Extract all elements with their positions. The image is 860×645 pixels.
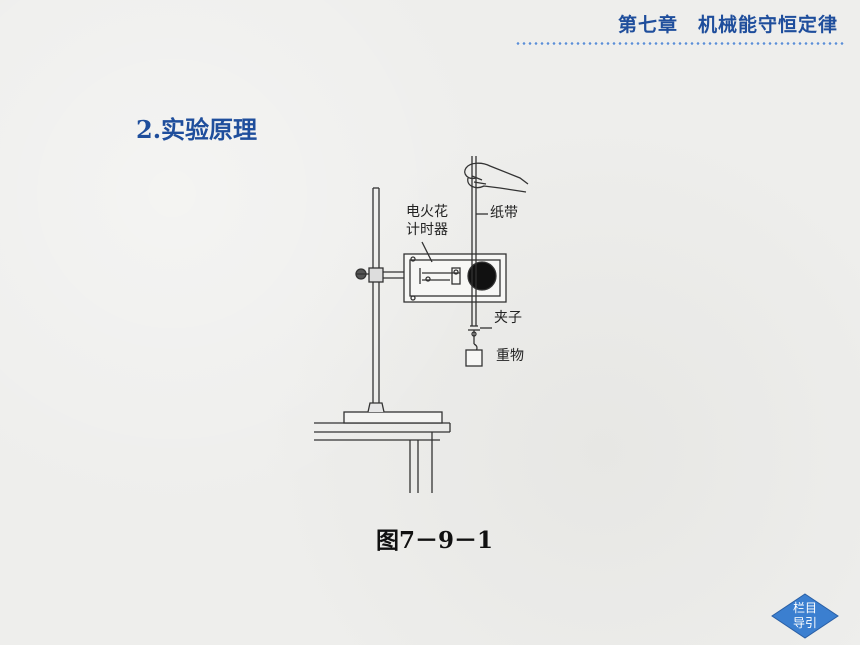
section-heading: 2.实验原理: [136, 115, 258, 144]
rod-clamp: [368, 267, 384, 283]
header-divider: [515, 42, 845, 45]
timer-label-line2: 计时器: [406, 222, 448, 238]
clip-label: 夹子: [494, 310, 522, 326]
nav-guide-button[interactable]: 栏目 导引: [770, 592, 840, 640]
nav-arrow-icon: [771, 593, 839, 639]
tape-label: 纸带: [490, 205, 518, 221]
hand: [464, 162, 529, 193]
timer-label-line1: 电火花: [406, 204, 448, 220]
weight: [465, 349, 483, 367]
timer-disc: [467, 261, 497, 291]
figure-caption: 图7－9－1: [376, 527, 494, 554]
chapter-title: 第七章 机械能守恒定律: [617, 14, 838, 36]
spark-timer: [403, 253, 507, 303]
stand-base: [343, 411, 443, 424]
nav-label-line2: 导引: [792, 616, 817, 630]
experiment-figure: 电火花 计时器 纸带 夹子 重物: [300, 148, 540, 498]
apparatus-diagram: [314, 156, 529, 493]
weight-label: 重物: [496, 348, 524, 364]
nav-label-line1: 栏目: [792, 601, 817, 615]
